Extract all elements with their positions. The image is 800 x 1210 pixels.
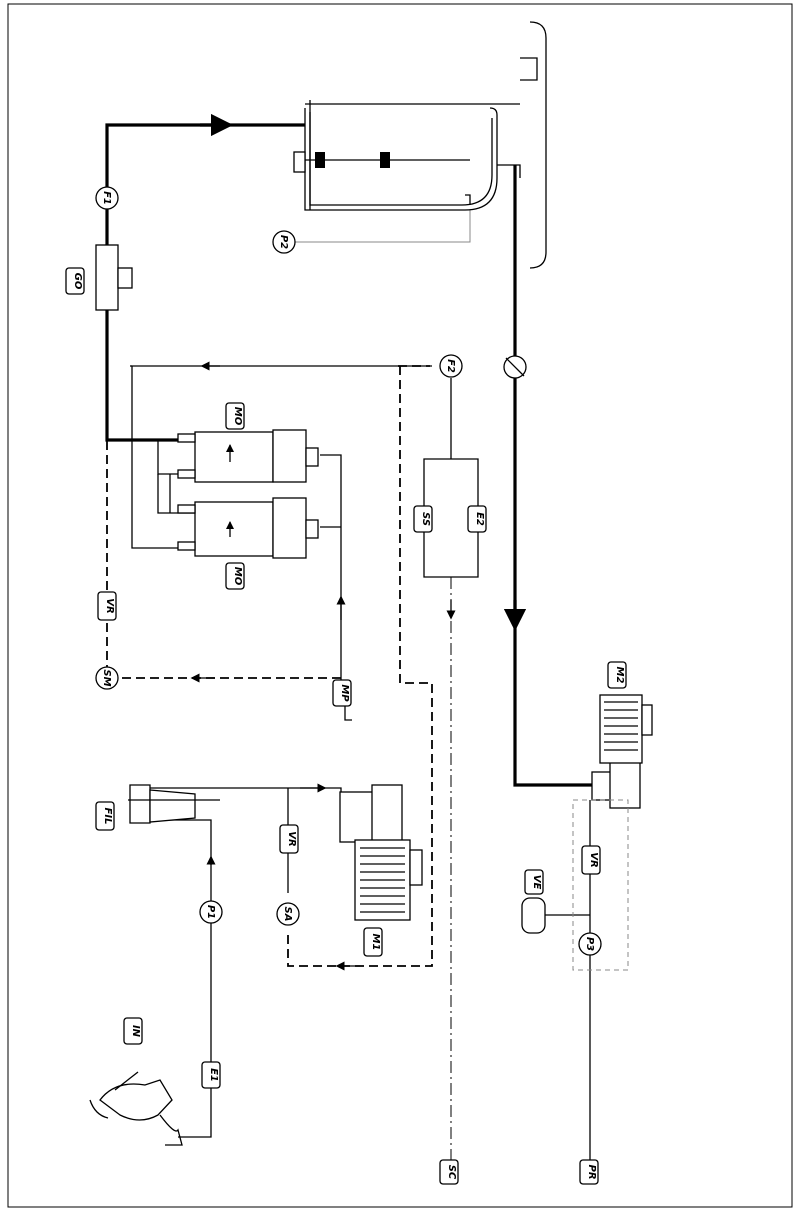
tag-vr-b: VR [98,592,116,620]
tank-outlet-line [515,165,592,785]
tag-go: GO [66,268,84,294]
label-vr-a: VR [286,831,297,846]
label-e2: E2 [474,512,485,526]
label-pr: PR [586,1164,597,1179]
inlet-valve [90,1072,182,1145]
sensor-sa: SA [277,903,299,925]
tag-e1: E1 [202,1062,220,1088]
label-p1: P1 [205,905,216,919]
tag-m2: M2 [608,662,626,688]
go-unit [96,245,132,310]
label-in: IN [130,1025,141,1038]
flow-indicator [504,356,526,378]
label-sa: SA [282,907,293,922]
label-m1: M1 [370,934,381,951]
gauge-p1: P1 [200,901,222,923]
tag-mp: MP [333,680,351,706]
label-go: GO [72,273,83,290]
gauge-p3: P3 [579,933,601,955]
label-f1: F1 [101,191,112,205]
tag-mo-1: MO [226,563,244,589]
label-vr-c: VR [588,852,599,867]
label-f2: F2 [445,359,456,373]
flowmeter-f1: F1 [96,187,118,209]
tag-pr: PR [580,1160,598,1184]
tank [294,22,546,268]
label-ve: VE [531,875,542,890]
motor-m1 [340,703,422,920]
label-m2: M2 [614,667,625,684]
ss-loop [424,378,478,577]
label-p3: P3 [584,937,595,951]
label-sm: SM [101,669,112,686]
tag-vr-a: VR [280,825,298,853]
mo-to-f2-line [132,366,432,440]
gauge-p2: P2 [273,231,295,253]
tag-mo-2: MO [226,403,244,429]
expansion-vessel-ve [522,898,545,933]
label-mo-1: MO [232,567,243,586]
tag-ve: VE [525,870,543,894]
label-ss: SS [420,512,431,526]
tag-e2: E2 [468,506,486,532]
label-mo-2: MO [232,407,243,426]
mp-pressure-line [320,455,341,703]
tag-ss: SS [414,506,432,532]
inlet-line [145,820,211,1137]
label-p2: P2 [278,235,289,249]
label-e1: E1 [208,1068,219,1082]
motor-m2 [592,695,652,808]
filter-fil [128,785,220,823]
tag-in: IN [124,1018,142,1044]
mo-unit-1 [178,498,318,558]
mo-unit-2 [178,430,318,482]
tag-fil: FIL [96,802,114,830]
sensor-sm: SM [96,667,118,689]
flowmeter-f2: F2 [440,355,462,377]
label-vr-b: VR [104,598,115,613]
mo-piping [107,366,195,440]
label-fil: FIL [102,808,113,825]
label-mp: MP [339,684,350,702]
tag-m1: M1 [364,928,382,956]
label-sc: SC [446,1165,457,1180]
tag-vr-c: VR [582,846,600,874]
tag-sc: SC [440,1160,458,1184]
